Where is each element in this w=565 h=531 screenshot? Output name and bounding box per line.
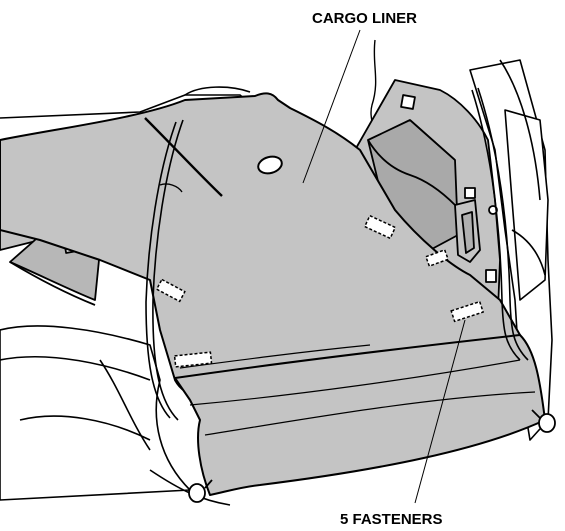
right-pillar-trim [471, 89, 521, 361]
liner-loops [188, 409, 556, 503]
tiedown-hook-right-1 [400, 94, 416, 110]
tail-light [504, 109, 549, 301]
fastener-4 [155, 278, 186, 303]
fasteners [155, 214, 485, 368]
cargo-liner-leader-line [302, 29, 361, 184]
fasteners-leader-line [414, 319, 466, 504]
tiedown-hook-right-4 [485, 269, 497, 283]
fastener-1 [363, 214, 397, 240]
cargo-liner [0, 92, 546, 496]
liner-loop-left [188, 483, 206, 503]
cargo-liner-label: CARGO LINER [312, 10, 417, 27]
fastener-2 [424, 248, 450, 268]
fastener-5 [173, 351, 213, 368]
liner-tailgate-flap [174, 334, 546, 496]
left-pillar-trim [152, 119, 184, 421]
fasteners-label: 5 FASTENERS [340, 511, 443, 528]
tiedown-hook-right-3 [464, 187, 476, 199]
left-bumper [0, 325, 191, 501]
callouts: CARGO LINER 5 FASTENERS [302, 10, 466, 528]
liner-floor-hole [257, 155, 283, 175]
door-opening-trim [145, 87, 529, 421]
liner-loop-right [538, 413, 556, 433]
fastener-3 [450, 300, 485, 323]
